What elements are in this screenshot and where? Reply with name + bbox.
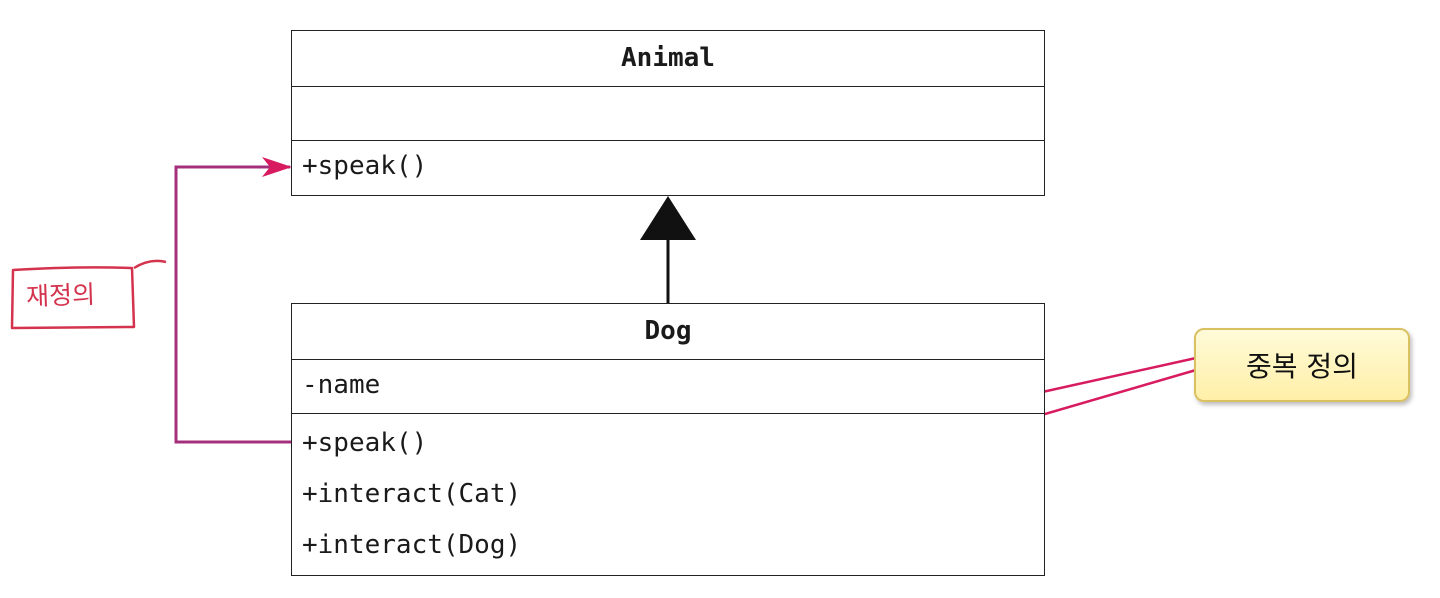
class-dog-operations: +speak() +interact(Cat) +interact(Dog)	[292, 414, 1044, 575]
class-dog-name: Dog	[292, 304, 1044, 360]
overloading-callout: 중복 정의	[1194, 328, 1410, 402]
dog-op-speak: +speak()	[302, 428, 428, 458]
class-animal-attributes	[292, 87, 1044, 141]
dog-op-interact-cat: +interact(Cat)	[302, 479, 522, 509]
class-animal-name: Animal	[292, 31, 1044, 87]
overriding-handwritten-note: 재정의	[25, 279, 96, 312]
hand-drawn-tail	[133, 259, 167, 270]
dog-op-interact-dog: +interact(Dog)	[302, 530, 522, 560]
class-animal: Animal +speak()	[291, 30, 1045, 196]
inheritance-arrowhead	[640, 196, 696, 240]
animal-op-speak: +speak()	[302, 151, 428, 181]
hand-drawn-box	[10, 266, 136, 330]
class-animal-operations: +speak()	[292, 141, 1044, 195]
class-dog: Dog -name +speak() +interact(Cat) +inter…	[291, 303, 1045, 576]
override-connector	[174, 157, 292, 444]
class-dog-attributes: -name	[292, 360, 1044, 414]
overloading-callout-label: 중복 정의	[1246, 350, 1358, 383]
